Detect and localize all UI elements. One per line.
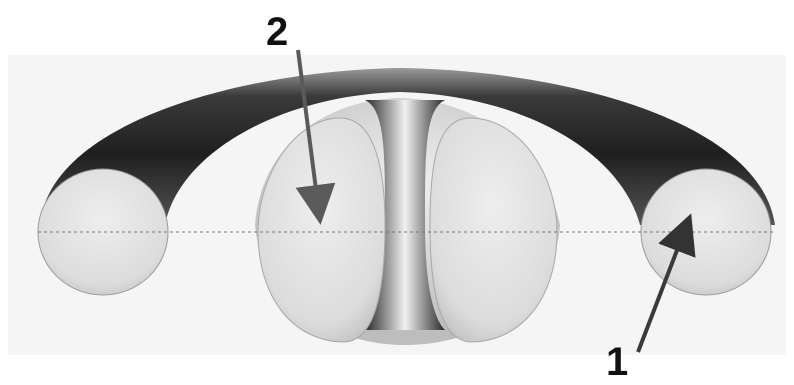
callout-label-1: 1 [606, 342, 628, 382]
callout-label-2: 2 [266, 12, 288, 52]
